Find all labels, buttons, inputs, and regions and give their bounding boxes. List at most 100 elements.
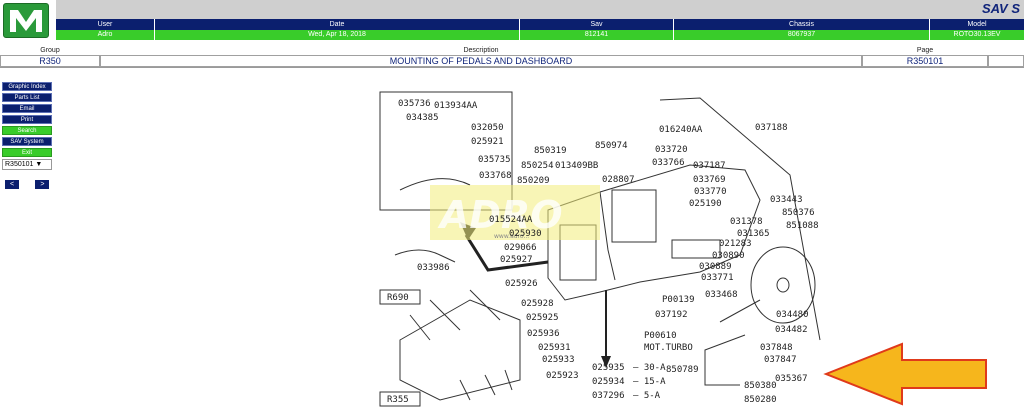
email-button[interactable]: Email <box>2 104 52 113</box>
part-number-label[interactable]: 013409BB <box>555 161 598 171</box>
part-number-label[interactable]: 025927 <box>500 255 533 265</box>
instrument-panel <box>611 189 657 243</box>
part-number-label[interactable]: 025923 <box>546 371 579 381</box>
part-number-label[interactable]: 025935 <box>592 363 625 373</box>
steering-column <box>704 299 761 386</box>
part-number-label[interactable]: 025190 <box>689 199 722 209</box>
part-number-label[interactable]: 035735 <box>478 155 511 165</box>
part-number-label[interactable]: 030889 <box>699 262 732 272</box>
part-number-label[interactable]: 850209 <box>517 176 550 186</box>
part-number-label[interactable]: 025928 <box>521 299 554 309</box>
part-number-label[interactable]: 033769 <box>693 175 726 185</box>
page-select[interactable]: R350101 ▼ <box>2 159 52 170</box>
part-number-label[interactable]: 033986 <box>417 263 450 273</box>
sidebar: Graphic Index Parts List Email Print Sea… <box>2 82 52 189</box>
logo-icon <box>10 10 42 32</box>
part-number-label[interactable]: 850974 <box>595 141 628 151</box>
part-number-label[interactable]: 031365 <box>737 229 770 239</box>
pedal-assembly <box>399 299 521 401</box>
part-number-label[interactable]: 033468 <box>705 290 738 300</box>
watermark-text: ADRO <box>437 193 563 237</box>
part-number-label[interactable]: P00610 <box>644 331 677 341</box>
sav-header: Sav <box>520 19 673 30</box>
part-number-label[interactable]: 025931 <box>538 343 571 353</box>
exit-button[interactable]: Exit <box>2 148 52 157</box>
part-number-label[interactable]: 851088 <box>786 221 819 231</box>
next-page-button[interactable]: > <box>35 180 50 189</box>
part-number-label[interactable]: 030890 <box>712 251 745 261</box>
part-number-label[interactable]: 033768 <box>479 171 512 181</box>
part-number-label[interactable]: 034482 <box>775 325 808 335</box>
part-number-label[interactable]: 037847 <box>764 355 797 365</box>
part-number-label[interactable]: 033766 <box>652 158 685 168</box>
part-number-label[interactable]: 031378 <box>730 217 763 227</box>
side-harness <box>394 249 456 263</box>
part-number-label[interactable]: 025925 <box>526 313 559 323</box>
date-header: Date <box>155 19 519 30</box>
part-number-label[interactable]: 850376 <box>782 208 815 218</box>
user-header: User <box>56 19 154 30</box>
part-number-label[interactable]: 033443 <box>770 195 803 205</box>
user-value: Adro <box>56 30 154 40</box>
part-number-label[interactable]: 033720 <box>655 145 688 155</box>
part-number-label[interactable]: 037187 <box>693 161 726 171</box>
prev-page-button[interactable]: < <box>5 180 19 189</box>
part-number-label[interactable]: 021283 <box>719 239 752 249</box>
graphic-index-button[interactable]: Graphic Index <box>2 82 52 91</box>
parts-list-button[interactable]: Parts List <box>2 93 52 102</box>
part-number-label[interactable]: 033770 <box>694 187 727 197</box>
part-number-label[interactable]: 037188 <box>755 123 788 133</box>
part-number-label[interactable]: 025934 <box>592 377 625 387</box>
part-number-label[interactable]: P00139 <box>662 295 695 305</box>
description-value: MOUNTING OF PEDALS AND DASHBOARD <box>100 55 862 67</box>
date-value: Wed, Apr 18, 2018 <box>155 30 519 40</box>
sav-system-button[interactable]: SAV System <box>2 137 52 146</box>
indicator-strip <box>671 239 721 259</box>
watermark-url: www.adro... <box>494 233 529 240</box>
part-number-label[interactable]: 025926 <box>505 279 538 289</box>
part-number-label[interactable]: 037192 <box>655 310 688 320</box>
header-divider <box>0 67 1024 68</box>
group-label: Group <box>40 47 60 54</box>
search-button[interactable]: Search <box>2 126 52 135</box>
part-number-label[interactable]: 013934AA <box>434 101 478 111</box>
part-number-label[interactable]: 032050 <box>471 123 504 133</box>
part-number-label[interactable]: 850319 <box>534 146 567 156</box>
part-number-label[interactable]: 037296 <box>592 391 625 401</box>
print-button[interactable]: Print <box>2 115 52 124</box>
part-number-label[interactable]: 035736 <box>398 99 431 109</box>
part-number-label[interactable]: 016240AA <box>659 125 703 135</box>
part-number-label[interactable]: 025933 <box>542 355 575 365</box>
pedal-pads <box>459 369 513 401</box>
ref-label: R690 <box>387 293 409 303</box>
part-number-label[interactable]: 015524AA <box>489 215 533 225</box>
pedal-arms <box>409 289 501 341</box>
app-title: SAV S <box>981 1 1020 16</box>
sav-value: 812141 <box>520 30 673 40</box>
dashboard-edge <box>599 191 616 281</box>
ref-label: R355 <box>387 395 409 405</box>
part-number-label[interactable]: 850280 <box>744 395 777 405</box>
part-number-label[interactable]: 025936 <box>527 329 560 339</box>
fuse-arrow-head <box>601 356 611 368</box>
part-labels: 035736 034385 013934AA 032050 025921 035735 03… <box>398 99 819 405</box>
part-number-label[interactable]: 025930 <box>509 229 542 239</box>
part-number-label[interactable]: 028807 <box>602 175 635 185</box>
part-number-label[interactable]: 850380 <box>744 381 777 391</box>
part-number-label[interactable]: 850789 <box>666 365 699 375</box>
part-number-label[interactable]: 035367 <box>775 374 808 384</box>
part-number-label[interactable]: 025921 <box>471 137 504 147</box>
page-value: R350101 <box>862 55 988 67</box>
part-number-label[interactable]: 037848 <box>760 343 793 353</box>
part-number-label[interactable]: 034480 <box>776 310 809 320</box>
part-number-label[interactable]: 033771 <box>701 273 734 283</box>
model-header: Model <box>930 19 1024 30</box>
group-value: R350 <box>0 55 100 67</box>
part-number-label[interactable]: 034385 <box>406 113 439 123</box>
wire-harness <box>399 178 471 191</box>
part-number-label[interactable]: 850254 <box>521 161 554 171</box>
part-number-label[interactable]: 029066 <box>504 243 537 253</box>
highlight-arrow <box>823 342 987 406</box>
ref-box-r690 <box>379 289 421 305</box>
part-number-label[interactable]: MOT.TURBO <box>644 343 693 353</box>
